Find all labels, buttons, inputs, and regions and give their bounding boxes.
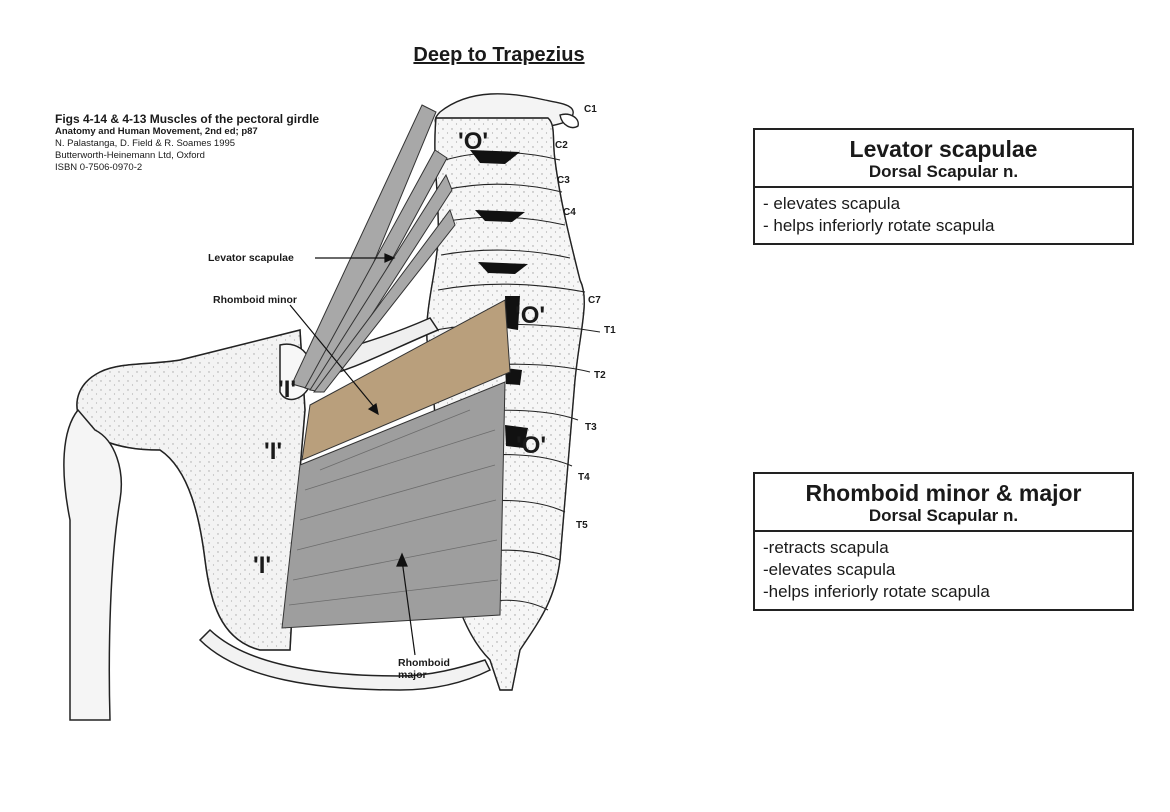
label-rhomboid-major: Rhomboid major	[398, 657, 450, 681]
label-levator-scapulae: Levator scapulae	[208, 252, 294, 264]
levator-scapulae-muscle	[291, 104, 456, 393]
vertebra-label: T5	[576, 520, 588, 531]
rhomboid-minor-muscle	[301, 299, 511, 461]
action-item: - elevates scapula	[763, 194, 901, 213]
vertebra-label: C2	[555, 140, 568, 151]
origin-marker: 'O'	[516, 432, 547, 459]
muscle-name: Levator scapulae	[849, 136, 1038, 162]
levator-scapulae-box: Levator scapulae Dorsal Scapular n. - el…	[753, 128, 1134, 245]
vertebra-label: T2	[594, 370, 606, 381]
vertebra-label: C4	[563, 207, 576, 218]
vertebra-label: C3	[557, 175, 570, 186]
shoulder-bones	[63, 317, 492, 721]
label-rhomboid-minor: Rhomboid minor	[213, 294, 297, 306]
origin-marker: 'O'	[458, 128, 489, 155]
rhomboid-box-actions: -retracts scapula -elevates scapula -hel…	[755, 532, 1132, 609]
levator-box-header: Levator scapulae Dorsal Scapular n.	[755, 130, 1132, 188]
insertion-marker: 'I'	[278, 376, 297, 403]
action-item: -elevates scapula	[763, 560, 896, 579]
anatomy-drawing	[63, 93, 601, 721]
citation-publisher: Butterworth-Heinemann Ltd, Oxford	[55, 150, 205, 161]
label-rhomboid-major-line1: Rhomboid	[398, 657, 450, 669]
action-item: - helps inferiorly rotate scapula	[763, 216, 995, 235]
label-rhomboid-major-line2: major	[398, 669, 427, 681]
vertebra-label: C1	[584, 104, 597, 115]
citation-authors: N. Palastanga, D. Field & R. Soames 1995	[55, 138, 236, 149]
anatomy-figure: Figs 4-14 & 4-13 Muscles of the pectoral…	[55, 93, 616, 721]
vertebra-label: T3	[585, 422, 597, 433]
insertion-marker: 'I'	[264, 438, 283, 465]
origin-marker: 'O'	[515, 302, 546, 329]
action-item: -helps inferiorly rotate scapula	[763, 582, 990, 601]
page-title: Deep to Trapezius	[413, 44, 585, 66]
nerve-name: Dorsal Scapular n.	[868, 506, 1019, 525]
action-item: -retracts scapula	[763, 538, 889, 557]
label-pointers	[289, 253, 416, 656]
vertebra-label: T4	[578, 472, 590, 483]
insertion-marker: 'I'	[253, 552, 272, 579]
nerve-name: Dorsal Scapular n.	[868, 162, 1019, 181]
rhomboid-box: Rhomboid minor & major Dorsal Scapular n…	[753, 472, 1134, 611]
muscle-name: Rhomboid minor & major	[805, 480, 1082, 506]
rhomboid-box-header: Rhomboid minor & major Dorsal Scapular n…	[755, 474, 1132, 532]
vertebra-label: T1	[604, 325, 616, 336]
rhomboid-major-muscle	[281, 381, 506, 629]
citation-isbn: ISBN 0-7506-0970-2	[55, 162, 143, 173]
vertebra-label: C7	[588, 295, 601, 306]
citation-book: Anatomy and Human Movement, 2nd ed; p87	[55, 126, 258, 137]
levator-box-actions: - elevates scapula - helps inferiorly ro…	[755, 188, 1132, 243]
figure-citation: Figs 4-14 & 4-13 Muscles of the pectoral…	[55, 112, 319, 174]
citation-title: Figs 4-14 & 4-13 Muscles of the pectoral…	[55, 112, 320, 126]
